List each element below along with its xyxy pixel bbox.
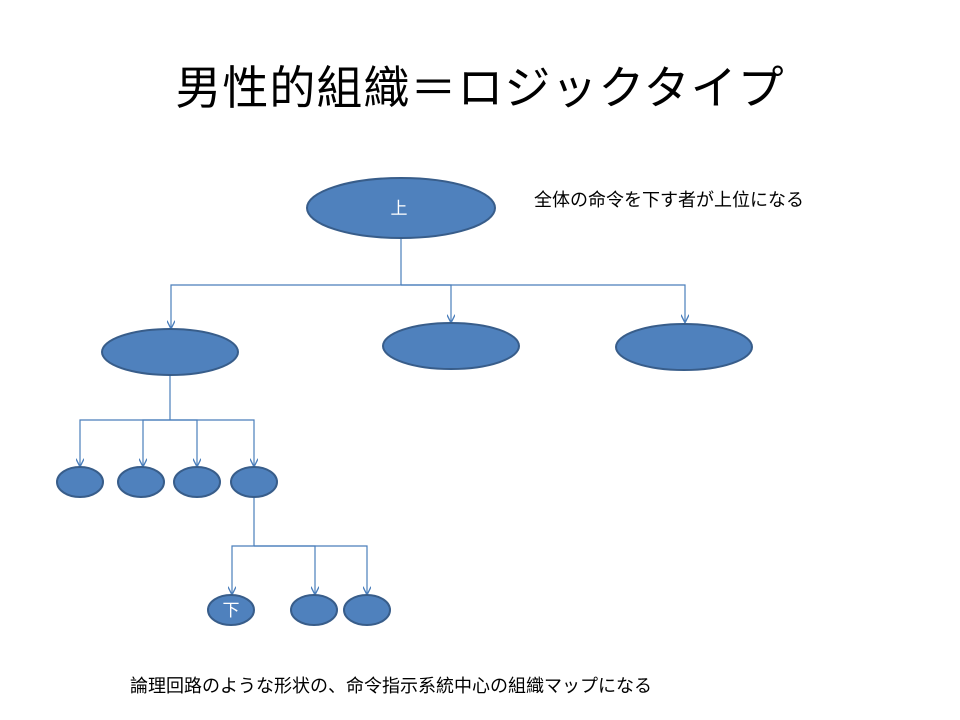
connector-to-level1-right <box>401 284 685 322</box>
connector-to-level2-2 <box>143 419 170 466</box>
node-level2-4[interactable] <box>230 466 278 498</box>
node-root-label: 上 <box>391 199 408 219</box>
node-level3-3[interactable] <box>343 594 391 626</box>
connector-to-level3-2 <box>254 545 315 594</box>
connector-to-level3-1 <box>232 545 254 594</box>
connector-to-level3-3 <box>254 545 367 594</box>
connectors-root-to-level1 <box>171 232 685 328</box>
node-level2-2[interactable] <box>117 466 165 498</box>
connectors-level1-to-level2 <box>80 375 254 466</box>
slide-title: 男性的組織＝ロジックタイプ <box>175 61 785 115</box>
connectors-level2-to-level3 <box>232 497 367 594</box>
node-level1-left[interactable] <box>101 328 239 376</box>
connector-to-level1-middle <box>401 284 451 322</box>
connector-to-level2-3 <box>170 419 197 466</box>
connector-to-level1-left <box>171 284 401 328</box>
node-level1-right[interactable] <box>615 323 753 371</box>
node-root[interactable]: 上 <box>306 177 496 239</box>
node-level2-3[interactable] <box>173 466 221 498</box>
node-level3-1-label: 下 <box>223 601 240 621</box>
connector-to-level2-4 <box>170 419 254 466</box>
node-level3-2[interactable] <box>290 594 338 626</box>
node-level2-1[interactable] <box>56 466 104 498</box>
org-map-note: 論理回路のような形状の、命令指示系統中心の組織マップになる <box>130 676 652 697</box>
connector-to-level2-1 <box>80 419 170 466</box>
hierarchy-note: 全体の命令を下す者が上位になる <box>534 190 804 211</box>
node-level3-1[interactable]: 下 <box>207 594 255 626</box>
node-level1-middle[interactable] <box>382 322 520 370</box>
